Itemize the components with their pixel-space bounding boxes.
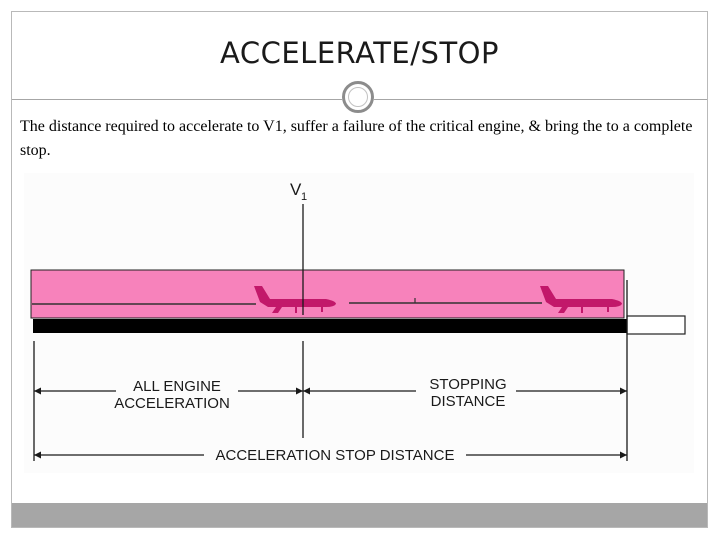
title-area: ACCELERATE/STOP	[12, 12, 707, 99]
accelerate-stop-figure: V 1 ALL ENGINE ACCELERATION STOPPING DIS…	[24, 173, 694, 473]
slide-title: ACCELERATE/STOP	[220, 36, 499, 70]
aircraft-at-v1-icon	[254, 286, 336, 313]
slide-description: The distance required to accelerate to V…	[20, 118, 693, 159]
stopping-label-line2: DISTANCE	[431, 393, 506, 410]
acceleration-label-line1: ALL ENGINE	[133, 378, 221, 395]
total-distance-label: ACCELERATION STOP DISTANCE	[216, 447, 455, 464]
title-divider-right	[374, 99, 707, 100]
runway-highlight-zone	[30, 269, 625, 319]
title-divider-left	[12, 99, 342, 100]
divider-ring-inner	[348, 87, 368, 107]
accelerate-stop-diagram: V 1 ALL ENGINE ACCELERATION STOPPING DIS…	[30, 180, 686, 464]
footer-bar	[12, 503, 707, 527]
stopway-extension	[626, 315, 686, 335]
aircraft-stopped-icon	[540, 286, 622, 313]
divider-ring-ornament	[342, 81, 374, 113]
acceleration-label-line2: ACCELERATION	[114, 395, 230, 412]
slide-frame	[11, 11, 708, 528]
stopping-label-line1: STOPPING	[429, 376, 506, 393]
runway-bar	[33, 319, 627, 333]
v1-subscript: 1	[301, 191, 307, 203]
v1-label: V	[290, 180, 302, 199]
